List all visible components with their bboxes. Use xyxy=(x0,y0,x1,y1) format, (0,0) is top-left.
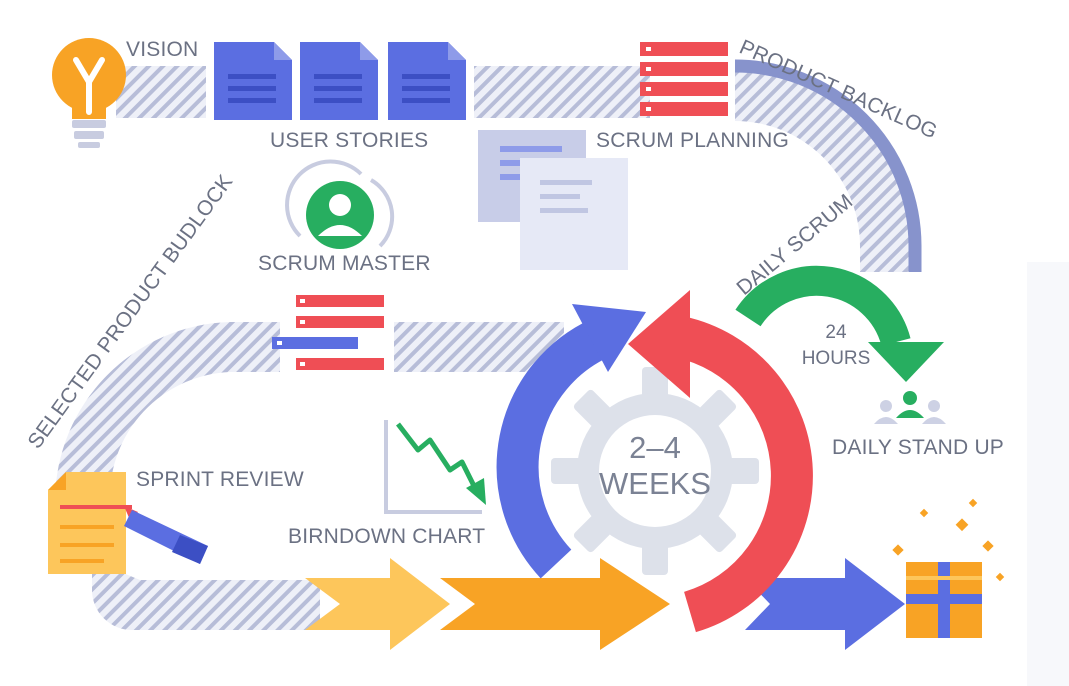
path-segment-vision xyxy=(116,66,206,118)
board-icon xyxy=(478,130,628,270)
user-stories-documents xyxy=(214,42,466,120)
user-avatar-icon xyxy=(285,159,395,249)
arrow-yellow xyxy=(305,558,450,650)
lightbulb-icon xyxy=(52,38,126,148)
cycle-arrow-blue xyxy=(496,318,610,579)
path-left-curve xyxy=(55,322,280,500)
document-icon xyxy=(388,42,466,120)
product-backlog-arc xyxy=(734,59,922,272)
label-scrum-planning: SCRUM PLANNING xyxy=(596,129,789,152)
cycle-arrow-red xyxy=(675,316,813,633)
document-icon xyxy=(214,42,292,120)
product-backlog-list xyxy=(640,42,728,116)
team-icon xyxy=(874,391,946,424)
selected-backlog-list xyxy=(272,295,384,370)
sparkles-decoration xyxy=(892,498,1005,582)
label-scrum-master: SCRUM MASTER xyxy=(258,252,431,275)
daily-scrum-arrow xyxy=(735,265,944,382)
notepad-icon xyxy=(48,472,132,574)
sprint-flow-arrows xyxy=(305,558,905,650)
line-chart-icon xyxy=(384,420,486,514)
sprint-cycle-arrows xyxy=(496,290,813,633)
document-icon xyxy=(300,42,378,120)
label-cycle-unit: WEEKS xyxy=(599,466,711,501)
path-bottom-curve xyxy=(92,560,320,630)
label-daily-stand-up: DAILY STAND UP xyxy=(832,436,1004,459)
label-cycle-range: 2–4 xyxy=(629,430,681,465)
gift-box-icon xyxy=(906,562,982,638)
flow-path xyxy=(55,59,922,630)
label-hours-value: 24 xyxy=(825,322,847,343)
label-vision: VISION xyxy=(126,38,198,61)
gear-icon xyxy=(551,367,759,575)
label-user-stories: USER STORIES xyxy=(270,129,428,152)
label-sprint-review: SPRINT REVIEW xyxy=(136,468,304,491)
path-segment-stories-backlog xyxy=(474,66,650,118)
label-burndown-chart: BIRNDOWN CHART xyxy=(288,525,485,548)
arrow-orange xyxy=(440,558,670,650)
arrow-blue xyxy=(745,558,905,650)
side-panel xyxy=(1027,262,1069,686)
marker-icon xyxy=(124,506,208,564)
label-hours-unit: HOURS xyxy=(802,348,871,369)
path-backlog-curve xyxy=(735,66,915,272)
